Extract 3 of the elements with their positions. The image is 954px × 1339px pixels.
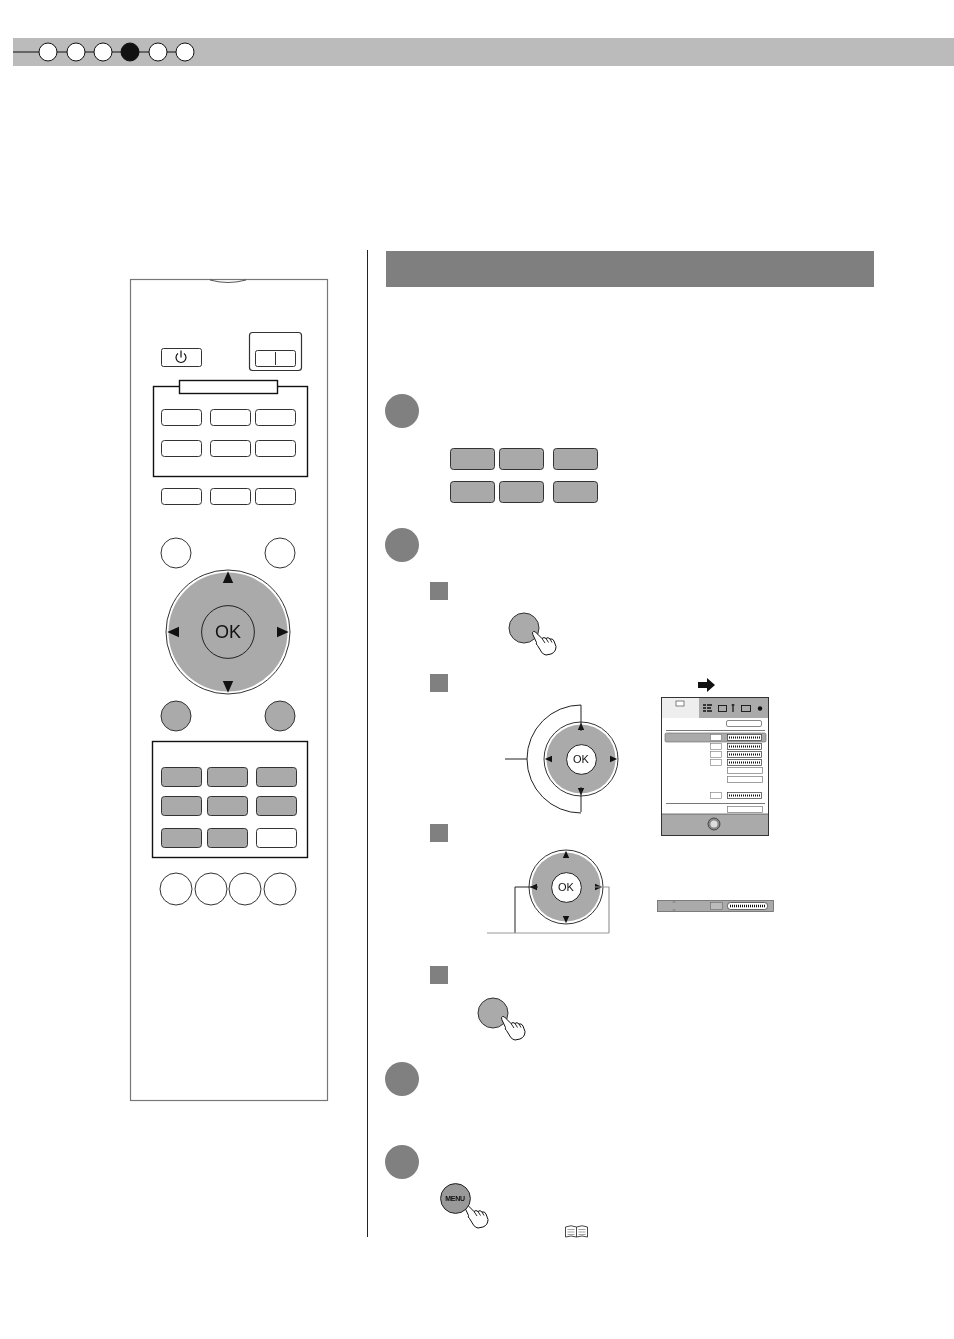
ok-button: OK: [565, 743, 597, 775]
ok-button: OK: [201, 605, 255, 659]
ok-button: OK: [550, 871, 582, 903]
